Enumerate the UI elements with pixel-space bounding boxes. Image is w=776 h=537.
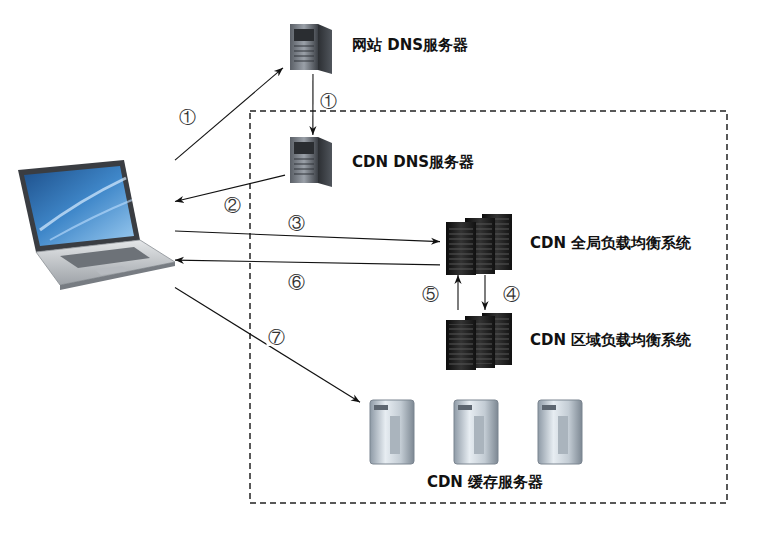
cache-server-icons bbox=[370, 400, 582, 464]
callout-number: ① bbox=[319, 92, 338, 110]
cdn-region bbox=[250, 111, 727, 503]
tower-server-icon bbox=[290, 24, 332, 74]
flow-arrow bbox=[175, 68, 283, 160]
callout-number: ① bbox=[178, 108, 197, 126]
flow-arrow bbox=[175, 231, 440, 242]
flow-arrow bbox=[175, 288, 360, 403]
server-label: CDN 缓存服务器 bbox=[427, 473, 543, 491]
server-node: CDN 缓存服务器 bbox=[360, 395, 610, 495]
server-label: CDN 全局负载均衡系统 bbox=[530, 234, 691, 252]
rack-server-icon bbox=[446, 214, 512, 275]
callout-number: ⑦ bbox=[267, 328, 286, 346]
flow-arrow bbox=[175, 260, 440, 265]
flow-arrow bbox=[484, 275, 485, 310]
flow-arrow bbox=[312, 74, 313, 135]
callout-number: ② bbox=[223, 196, 242, 214]
server-node: CDN DNS服务器 bbox=[285, 135, 333, 187]
callout-number: ⑤ bbox=[421, 285, 440, 303]
callout-number: ③ bbox=[287, 214, 306, 232]
server-label: 网站 DNS服务器 bbox=[352, 36, 468, 54]
rack-server-icon bbox=[446, 313, 512, 370]
laptop-icon bbox=[18, 160, 175, 290]
callout-number: ⑥ bbox=[287, 273, 306, 291]
client-laptop bbox=[15, 160, 175, 288]
server-node: 网站 DNS服务器 bbox=[283, 22, 333, 74]
server-node: CDN 全局负载均衡系统 bbox=[440, 210, 515, 275]
server-node: CDN 区域负载均衡系统 bbox=[440, 310, 515, 370]
server-label: CDN DNS服务器 bbox=[352, 153, 474, 171]
flow-arrow bbox=[457, 275, 458, 310]
server-label: CDN 区域负载均衡系统 bbox=[530, 331, 691, 349]
tower-server-icon bbox=[290, 137, 332, 187]
callout-number: ④ bbox=[502, 285, 521, 303]
